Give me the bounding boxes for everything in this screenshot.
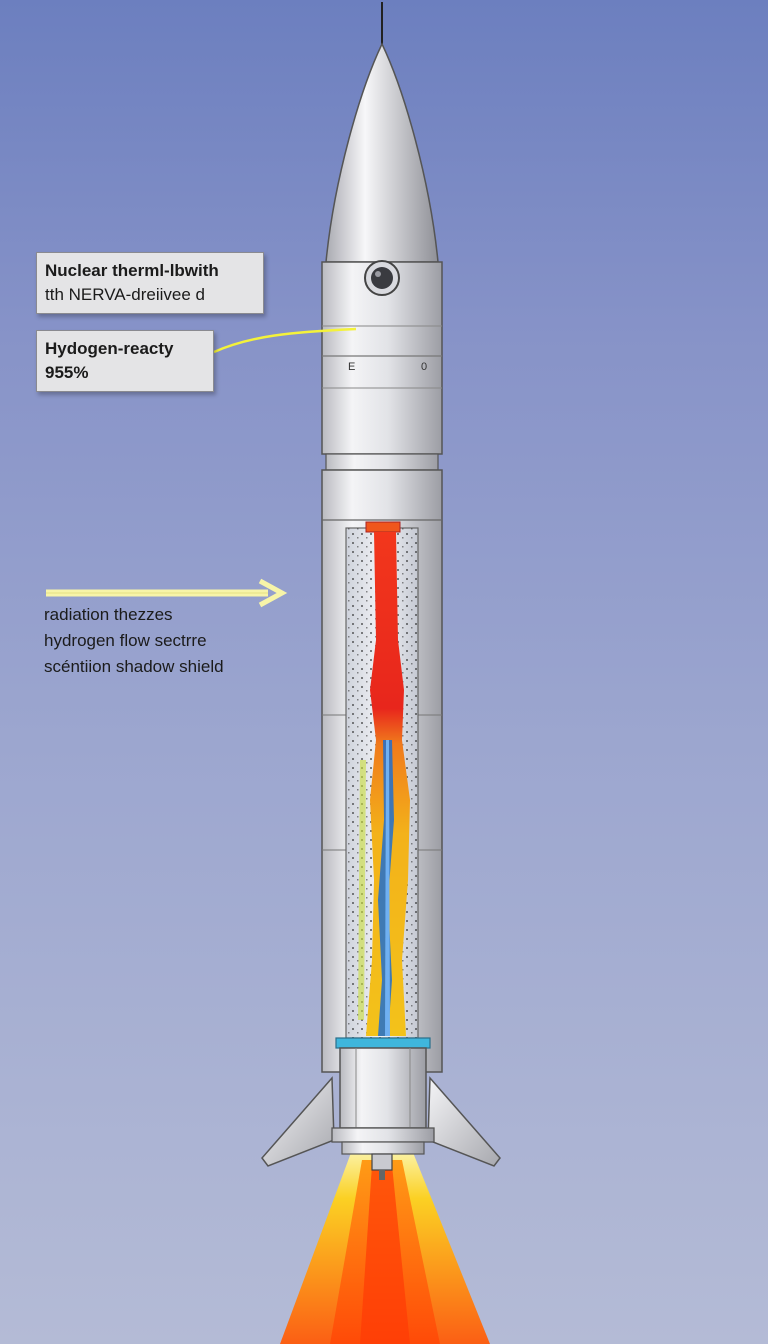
reactor-top: [365, 521, 401, 533]
hydrogen-leader-line: [213, 327, 357, 354]
reactor-callout-line2: tth NERVA-dreiivee d: [45, 285, 205, 304]
nose-cone: [325, 42, 439, 263]
exhaust-plume: [280, 1150, 490, 1344]
nozzle-ring: [335, 1037, 431, 1049]
porthole-icon: [364, 260, 400, 296]
hydrogen-callout-line2: 955%: [45, 363, 89, 382]
nose-marker-left: E: [348, 361, 356, 373]
shield-annotation-line1: radiation thezzes: [44, 605, 173, 624]
engine-block: [339, 1047, 427, 1129]
right-fin: [427, 1076, 501, 1167]
reactor-callout: Nuclear therml-lbwith tth NERVA-dreiivee…: [36, 252, 264, 314]
right-arrow-icon: [46, 578, 288, 608]
collar: [325, 453, 439, 471]
nose-marker-right: 0: [421, 361, 428, 373]
engine-skirt: [331, 1127, 435, 1143]
hydrogen-callout: Hydogen-reacty 955%: [36, 330, 214, 392]
hydrogen-callout-line1: Hydogen-reacty: [45, 339, 174, 358]
hydrogen-flow-core: [358, 532, 410, 1036]
left-fin: [261, 1076, 335, 1167]
reactor-callout-line1: Nuclear therml-lbwith: [45, 261, 219, 280]
shield-annotation-line2: hydrogen flow sectrre: [44, 631, 207, 650]
shield-annotation: radiation thezzes hydrogen flow sectrre …: [44, 602, 224, 680]
nozzle: [371, 1153, 393, 1171]
shield-annotation-line3: scéntiion shadow shield: [44, 657, 224, 676]
